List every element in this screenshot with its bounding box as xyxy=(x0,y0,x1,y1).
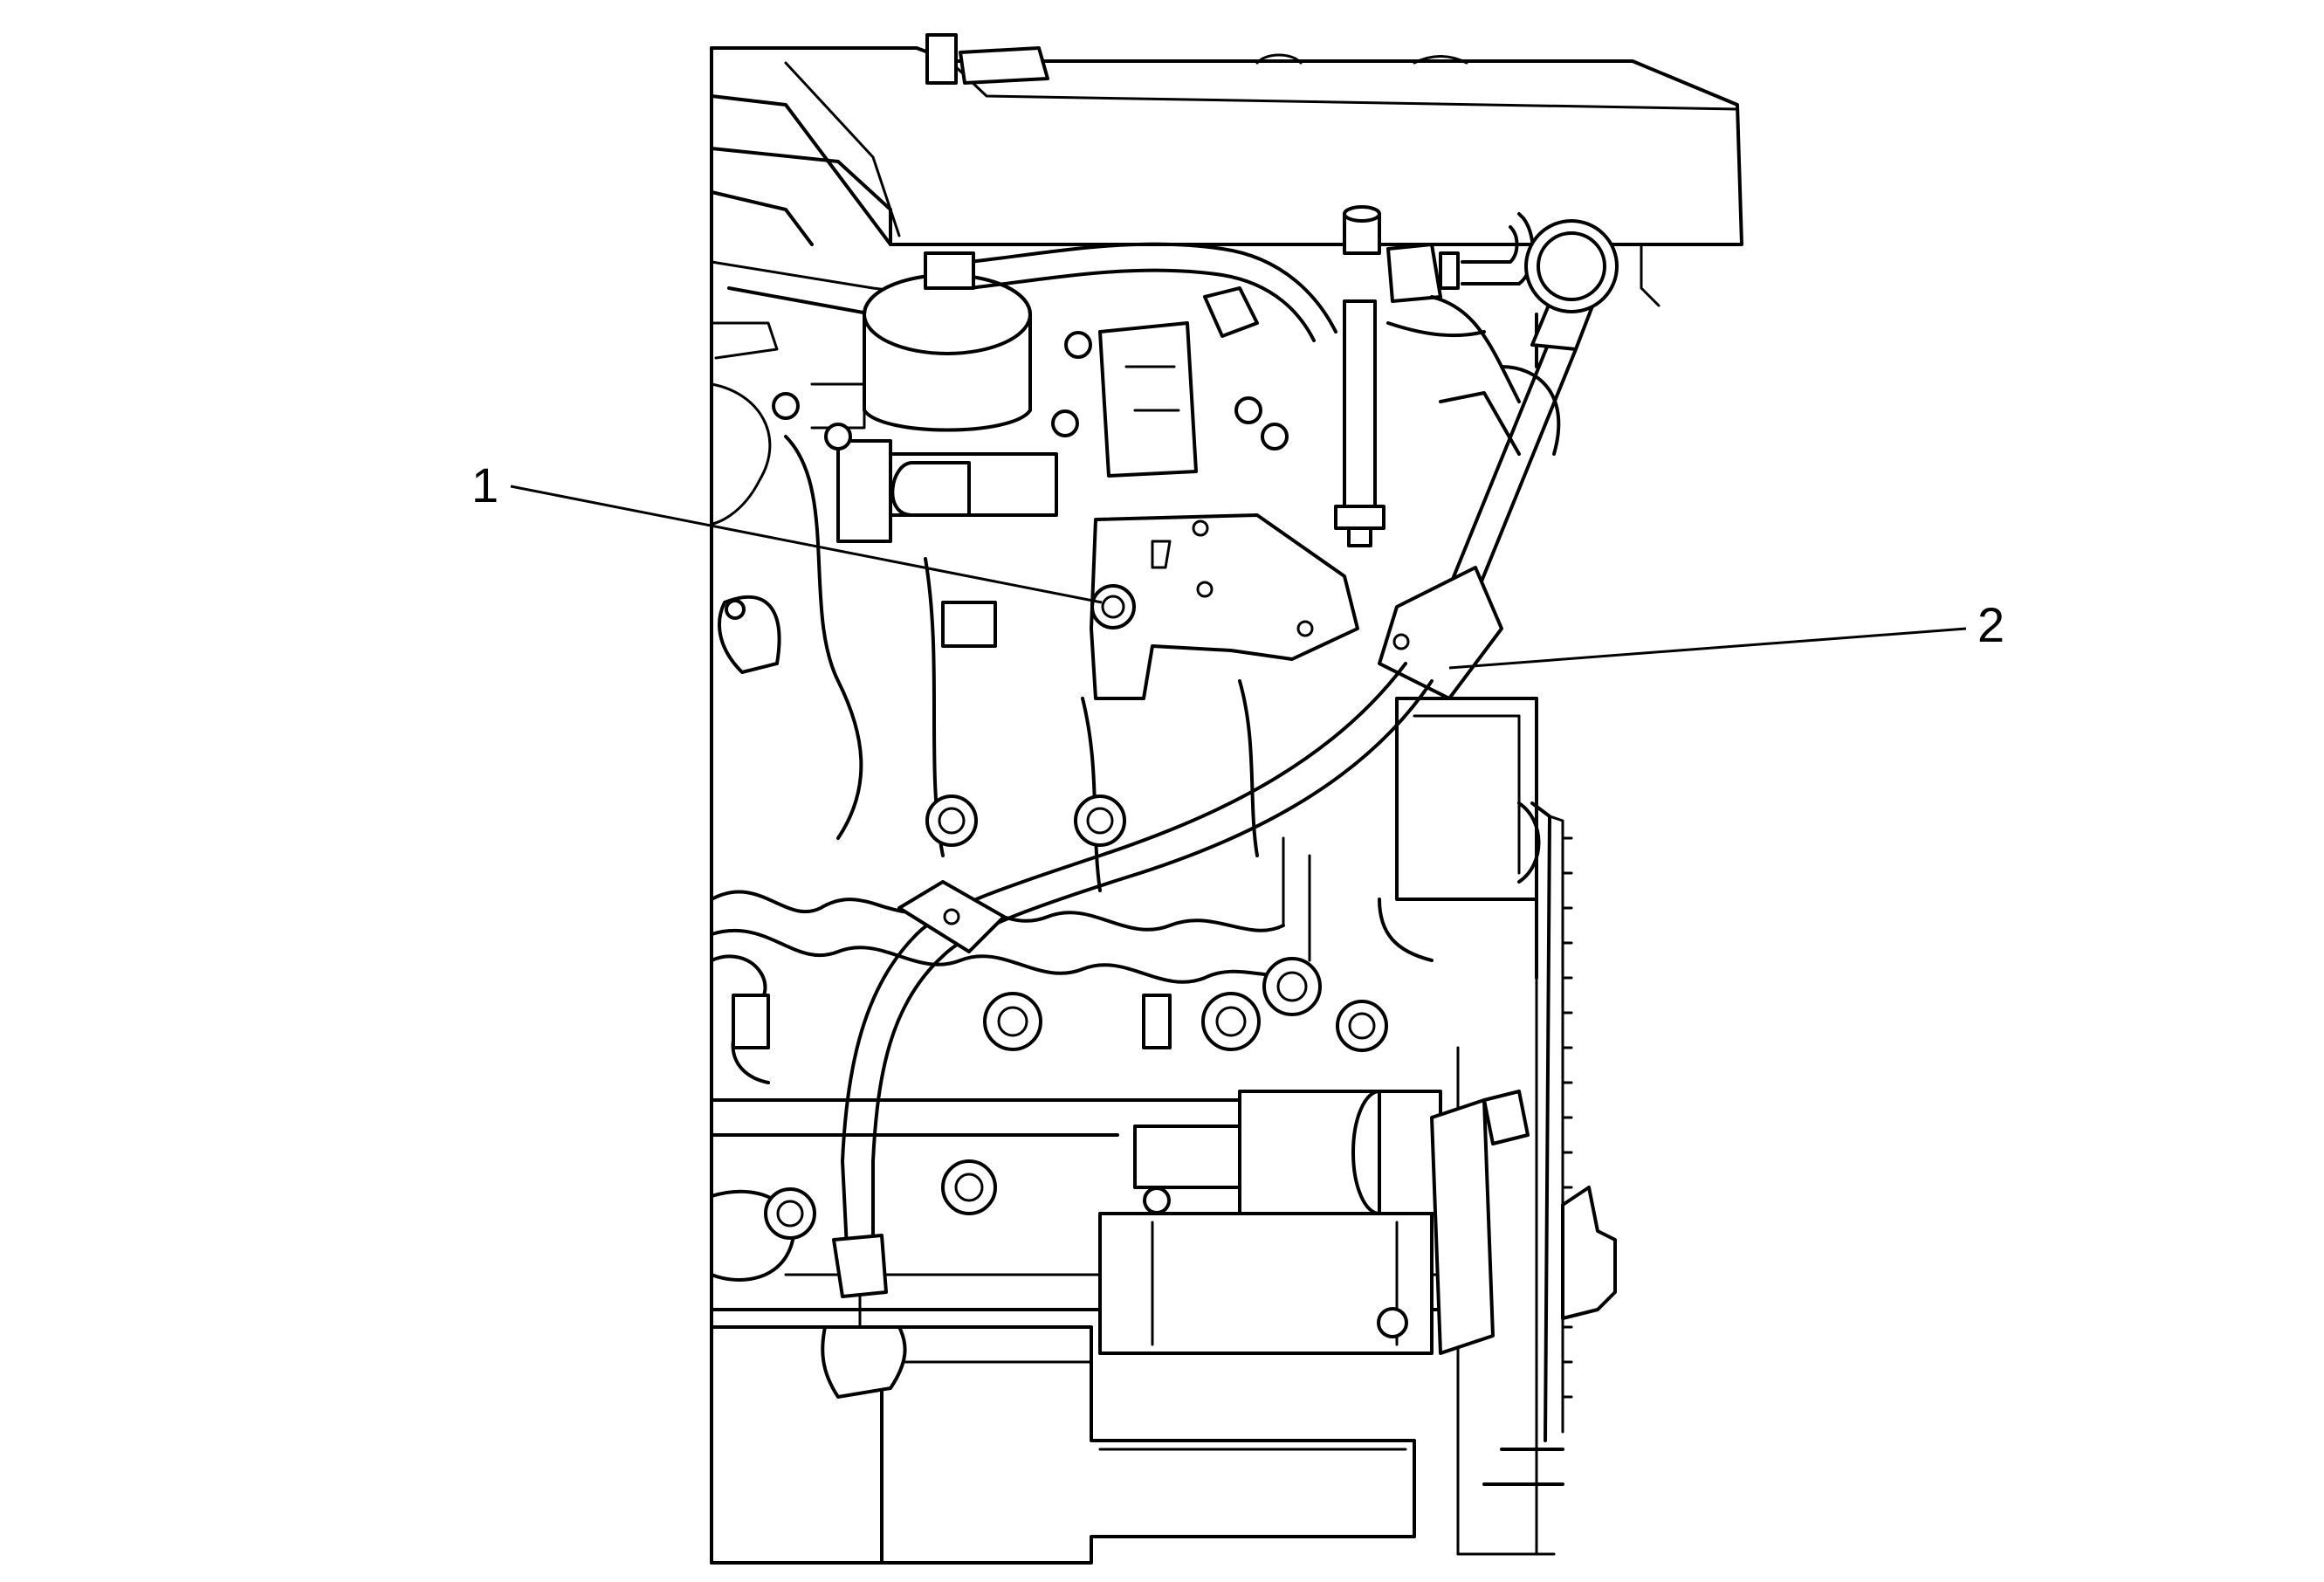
boss-f xyxy=(1336,1000,1388,1052)
callout-1-leader xyxy=(510,485,1103,604)
boss-e xyxy=(1262,957,1322,1016)
bracket-bolt xyxy=(1090,584,1136,629)
callout-2-leader xyxy=(1448,627,1967,670)
bolt-bosses xyxy=(732,601,1388,1240)
boss-d xyxy=(1201,992,1261,1051)
upper-right-fittings xyxy=(1334,205,1660,547)
boss-a xyxy=(925,794,978,847)
boss-g xyxy=(941,1159,997,1215)
boss-c xyxy=(983,992,1042,1051)
boss-h xyxy=(764,1187,816,1240)
starter-motor xyxy=(1098,1090,1530,1355)
throttle-body xyxy=(772,242,1337,543)
callout-2-label: 2 xyxy=(1977,597,2004,652)
intake-cover xyxy=(710,33,1743,246)
front-cover xyxy=(1378,697,1617,1442)
callout-1-label: 1 xyxy=(471,457,498,512)
boss-b xyxy=(1074,794,1126,847)
dipstick-tube-bracket xyxy=(1090,513,1359,700)
dipstick-tube xyxy=(821,219,1619,1399)
